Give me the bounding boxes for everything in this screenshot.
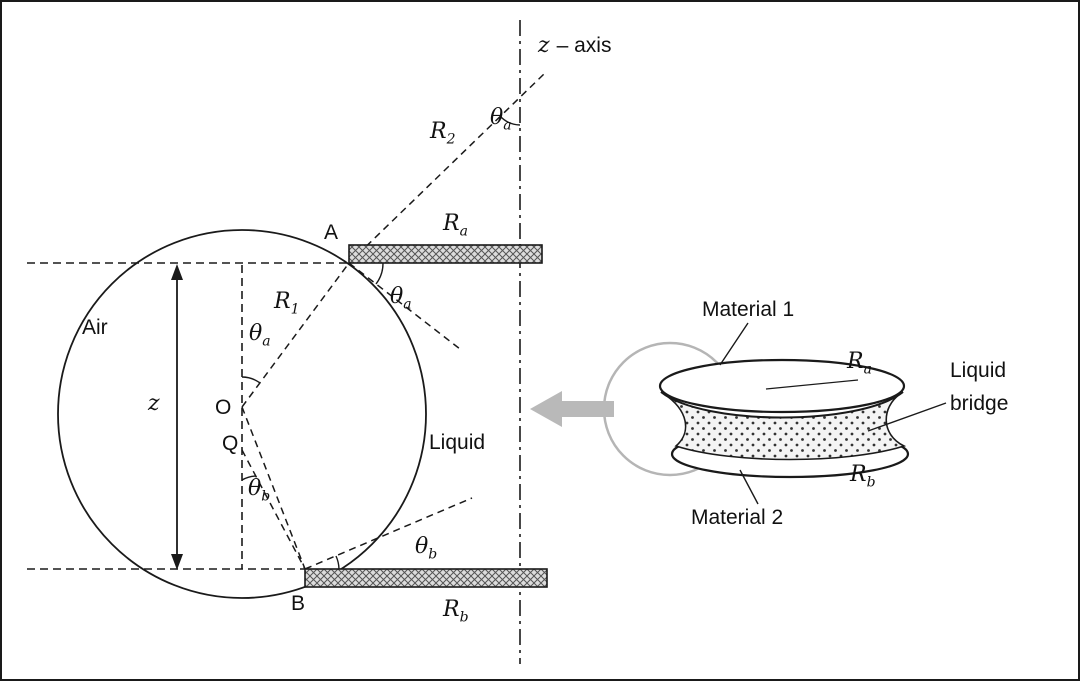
O-to-B-line — [241, 406, 306, 570]
right-diagram — [530, 322, 947, 505]
label-liquid-bridge: Liquid bridge — [950, 354, 1008, 420]
label-Ra-left-base: R — [443, 211, 460, 236]
label-material-1: Material 1 — [702, 298, 795, 321]
label-theta-a-axis: θa — [490, 105, 512, 134]
label-theta-a-O: θa — [249, 321, 271, 350]
label-Ra-left: Ra — [443, 211, 468, 240]
radius-R2-line — [348, 73, 545, 264]
label-Ra-right-sub: a — [863, 361, 872, 378]
label-Rb-left-base: R — [443, 597, 460, 622]
label-theta-b-B-base: θ — [415, 534, 429, 559]
label-theta-a-A-base: θ — [390, 284, 404, 309]
label-theta-b-Q: θb — [248, 476, 271, 505]
z-arrowhead-bottom-icon — [171, 554, 183, 570]
label-liquid: Liquid — [429, 431, 486, 454]
label-theta-a-axis-sub: a — [503, 117, 512, 134]
label-air: Air — [82, 316, 108, 339]
label-z: z — [148, 391, 160, 416]
label-R2: R2 — [430, 119, 456, 148]
plate-material-1 — [348, 244, 543, 264]
z-axis-label-math: z — [538, 33, 550, 58]
label-R1: R1 — [274, 289, 300, 318]
material1-disk — [658, 358, 906, 414]
label-theta-b-Q-base: θ — [248, 476, 262, 501]
label-point-B: B — [291, 592, 306, 615]
sphere-profile-circle — [57, 229, 427, 599]
z-axis-label-rest: – axis — [556, 34, 612, 57]
label-material-2: Material 2 — [691, 506, 784, 529]
label-Rb-right-sub: b — [866, 474, 876, 491]
label-Ra-right: Ra — [847, 349, 872, 378]
theta-b-arc-at-Q — [241, 475, 257, 481]
theta-a-arc-at-axis — [499, 115, 521, 126]
label-theta-a-A-sub: a — [403, 296, 412, 313]
label-Rb-left: Rb — [443, 597, 469, 626]
label-theta-a-O-sub: a — [262, 333, 271, 350]
label-R2-sub: 2 — [446, 131, 456, 148]
theta-a-arc-at-O — [241, 376, 261, 384]
label-theta-a-axis-base: θ — [490, 105, 504, 130]
label-R2-base: R — [430, 119, 447, 144]
label-Rb-right: Rb — [850, 462, 876, 491]
theta-b-arc-at-B — [335, 555, 340, 570]
label-R1-sub: 1 — [290, 301, 300, 318]
liquid-bridge-leader-line — [867, 402, 947, 432]
label-theta-a-O-base: θ — [249, 321, 263, 346]
material1-leader-line — [719, 322, 749, 366]
label-Rb-left-sub: b — [459, 609, 469, 626]
plate-material-2 — [304, 568, 548, 588]
contact-line-B — [304, 497, 473, 570]
z-axis-label: z – axis — [538, 33, 612, 58]
material2-leader-line — [739, 469, 759, 505]
label-theta-b-B-sub: b — [428, 546, 438, 563]
label-liquid-bridge-line1: Liquid — [950, 359, 1007, 382]
left-arrow-icon — [530, 391, 614, 427]
label-Ra-right-base: R — [847, 349, 864, 374]
Q-to-B-line — [241, 449, 306, 570]
label-theta-a-A: θa — [390, 284, 412, 313]
theta-a-arc-at-A — [375, 262, 384, 285]
label-theta-b-Q-sub: b — [261, 488, 271, 505]
Ra-leader-line — [765, 379, 859, 390]
label-R1-base: R — [274, 289, 291, 314]
z-arrowhead-top-icon — [171, 264, 183, 280]
label-Rb-right-base: R — [850, 462, 867, 487]
label-point-A: A — [324, 221, 339, 244]
label-theta-b-B: θb — [415, 534, 438, 563]
label-point-O: O — [215, 396, 232, 419]
left-diagram — [27, 20, 548, 664]
label-point-Q: Q — [222, 432, 239, 455]
label-liquid-bridge-line2: bridge — [950, 392, 1009, 415]
label-Ra-left-sub: a — [459, 223, 468, 240]
